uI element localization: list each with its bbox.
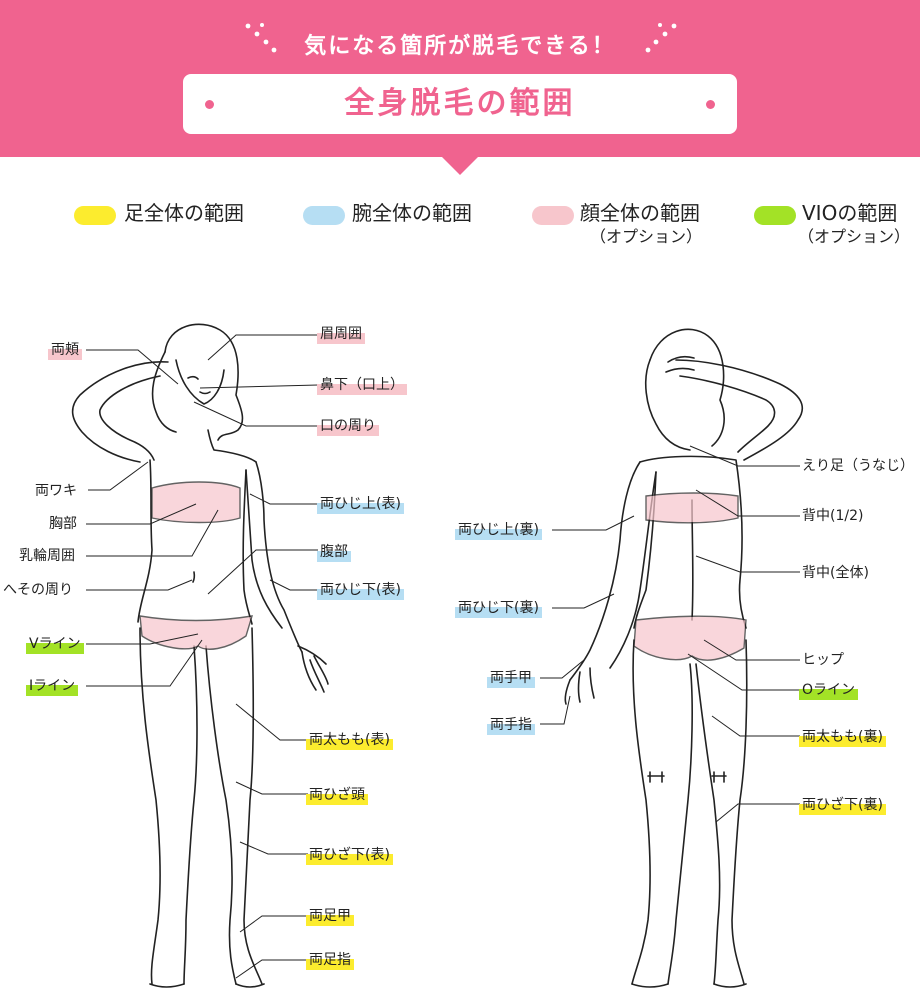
legend-label: VIOの範囲 [802, 201, 898, 225]
title-dot-left [205, 100, 214, 109]
label-calf: 両ひざ下(裏) [799, 795, 886, 815]
legend-item-arms: 腕全体の範囲 [352, 200, 472, 226]
label-upper-arm-back: 両ひじ上(裏) [455, 520, 542, 540]
label-lower-arm-front: 両ひじ下(表) [317, 580, 404, 600]
legend-swatch-face [532, 206, 574, 225]
label-thigh-back: 両太もも(裏) [799, 727, 886, 747]
label-abdomen: 腹部 [317, 542, 351, 562]
label-knee: 両ひざ頭 [306, 785, 368, 805]
legend-label: 顔全体の範囲 [580, 201, 700, 225]
label-under-nose: 鼻下（口上） [317, 375, 407, 395]
legend-label: 腕全体の範囲 [352, 201, 472, 225]
legend-item-vio: VIOの範囲 （オプション） [798, 200, 910, 248]
legend-swatch-vio [754, 206, 796, 225]
legend-sub: （オプション） [590, 227, 703, 246]
label-shin: 両ひざ下(表) [306, 845, 393, 865]
title-box: 全身脱毛の範囲 [183, 74, 737, 134]
label-underarm: 両ワキ [35, 483, 77, 499]
label-o-line: Oライン [799, 680, 859, 700]
sparkle-dots-left-icon [245, 23, 277, 53]
label-hip: ヒップ [802, 652, 844, 668]
label-back-full: 背中(全体) [802, 565, 869, 581]
banner-pointer [440, 155, 480, 175]
legend-swatch-legs [74, 206, 116, 225]
legend-sub: （オプション） [798, 227, 911, 246]
legend-item-face: 顔全体の範囲 （オプション） [580, 200, 702, 248]
label-toes: 両足指 [306, 950, 354, 970]
area-shapes [139, 481, 747, 661]
label-cheeks: 両頬 [48, 340, 82, 360]
label-fingers: 両手指 [487, 715, 535, 735]
label-upper-arm-front: 両ひじ上(表) [317, 494, 404, 514]
label-navel: へその周り [3, 582, 73, 598]
label-hand-back: 両手甲 [487, 668, 535, 688]
label-around-mouth: 口の周り [317, 416, 379, 436]
legend-swatch-arms [303, 206, 345, 225]
label-back-half: 背中(1/2) [802, 508, 864, 524]
sparkle-dots-right-icon [645, 23, 677, 53]
label-nape: えり足（うなじ） [802, 458, 914, 474]
label-chest: 胸部 [49, 516, 77, 532]
label-lower-arm-back: 両ひじ下(裏) [455, 598, 542, 618]
label-brows: 眉周囲 [317, 324, 365, 344]
leader-lines [86, 334, 800, 979]
legend-label: 足全体の範囲 [124, 201, 244, 225]
header-subtitle: 気になる箇所が脱毛できる！ [304, 34, 616, 59]
label-i-line: Iライン [26, 676, 79, 696]
page-title: 全身脱毛の範囲 [344, 86, 576, 121]
label-thigh-front: 両太もも(表) [306, 730, 393, 750]
legend-item-legs: 足全体の範囲 [124, 200, 244, 226]
label-areola: 乳輪周囲 [19, 548, 75, 564]
label-foot-top: 両足甲 [306, 906, 354, 926]
title-dot-right [706, 100, 715, 109]
label-v-line: Vライン [26, 634, 84, 654]
